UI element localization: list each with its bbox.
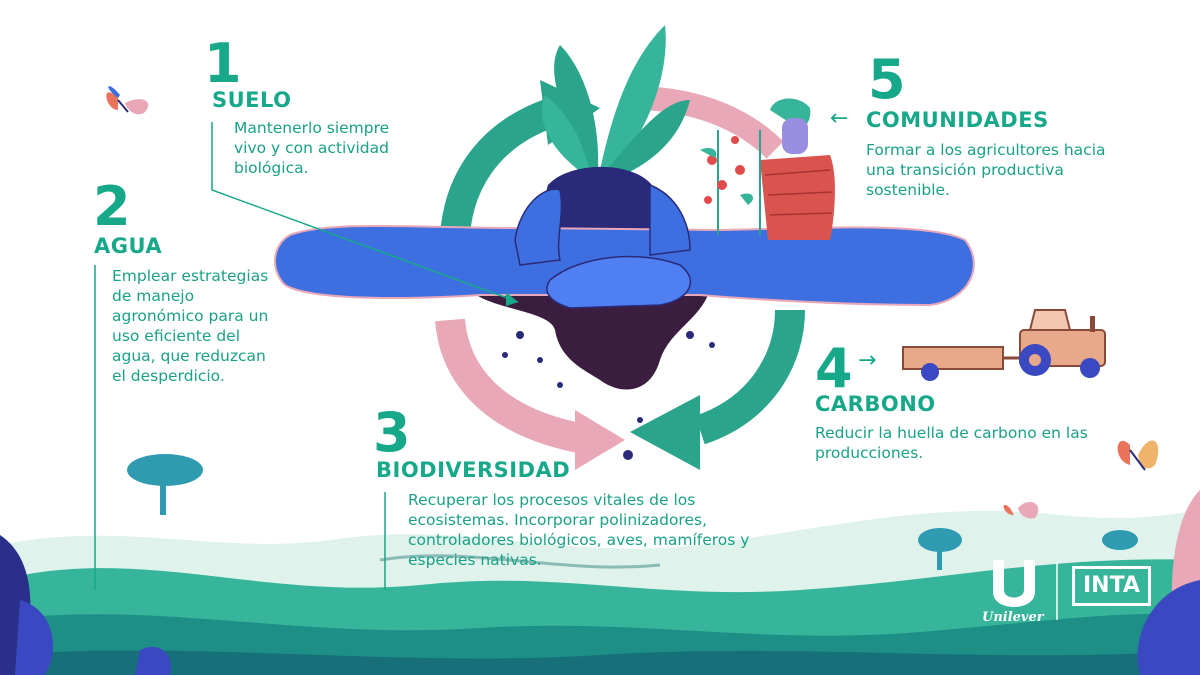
item-2-text: Emplear estrategias de manejo agronómico… xyxy=(112,267,269,385)
unilever-logo: Unilever xyxy=(982,610,1044,625)
item-1-text: Mantenerlo siempre vivo y con actividad … xyxy=(234,119,390,177)
item-4-number: 4 xyxy=(815,337,853,400)
item-3-text: Recuperar los procesos vitales de los ec… xyxy=(408,491,750,569)
inta-logo: INTA xyxy=(1072,566,1151,606)
item-4-text: Reducir la huella de carbono en las prod… xyxy=(815,424,1088,462)
pointer-line-suelo xyxy=(211,122,519,303)
butterfly-icon xyxy=(106,86,149,115)
item-4-title: CARBONO xyxy=(815,392,936,416)
arrow-left-icon: ← xyxy=(830,106,849,131)
item-2-title: AGUA xyxy=(94,234,163,258)
arrow-right-icon: → xyxy=(858,348,877,373)
item-2-number: 2 xyxy=(93,175,131,238)
farmer xyxy=(700,98,835,240)
item-5-title: COMUNIDADES xyxy=(866,108,1049,132)
item-3-number: 3 xyxy=(373,401,411,464)
item-5-text: Formar a los agricultores hacia una tran… xyxy=(866,141,1106,199)
butterfly-icon xyxy=(1117,440,1159,471)
hands xyxy=(273,183,975,309)
butterfly-icon xyxy=(1003,501,1039,519)
unilever-logo-icon xyxy=(993,560,1035,607)
item-3-title: BIODIVERSIDAD xyxy=(376,458,571,482)
landscape xyxy=(0,454,1200,675)
item-1-title: SUELO xyxy=(212,88,292,112)
item-5-number: 5 xyxy=(868,48,906,111)
item-1-number: 1 xyxy=(204,32,242,95)
soil xyxy=(470,290,715,460)
tractor xyxy=(902,309,1106,381)
